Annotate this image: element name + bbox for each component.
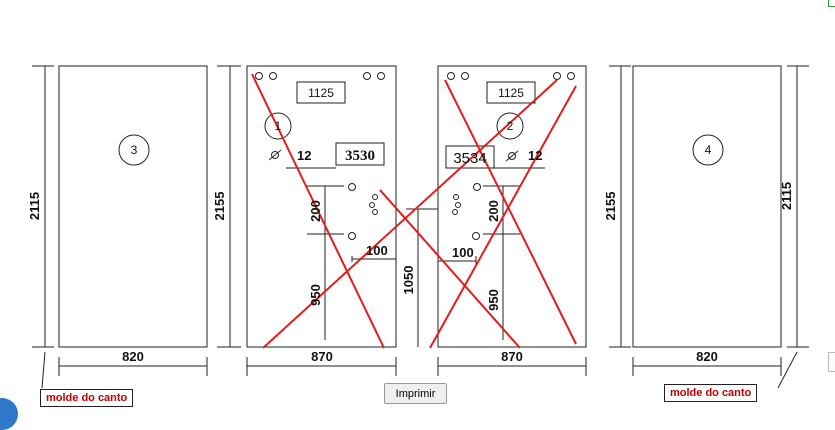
panel-4-number-circle: [692, 134, 724, 166]
scroll-tab[interactable]: [828, 352, 835, 372]
callout-right-leader: [777, 351, 798, 389]
panel-1-details: [255, 72, 396, 340]
panel-3-number: 3: [131, 143, 138, 157]
door-panels-drawing: 2115 2155 2155 2115 820 870 870 820 1050…: [27, 65, 809, 389]
panel-1-lower: 950: [308, 284, 323, 306]
panel-1: [246, 65, 397, 348]
panel-2-code: 3534: [453, 150, 486, 167]
panel-1-hole-size: 12: [297, 148, 311, 163]
panel-1-offset: 100: [366, 243, 388, 258]
panel-3-number-circle: [118, 134, 150, 166]
dim-panel-4-width: [632, 357, 782, 376]
cross-panel-1-a: [251, 73, 385, 349]
panel-2-number: 2: [507, 119, 514, 133]
panel-2-hole-spacing: 200: [486, 200, 501, 222]
panel-4-height: 2115: [779, 182, 794, 210]
cross-center: [379, 189, 521, 349]
dim-panel-2-width: [437, 357, 587, 376]
panel-2-height: 2155: [603, 192, 618, 221]
panel-1-top-label: 1125: [308, 86, 334, 100]
panel-2-width: 870: [501, 349, 523, 364]
panel-4-number: 4: [705, 143, 712, 157]
panel-3-width: 820: [122, 349, 144, 364]
cross-panel-2-a: [444, 79, 577, 345]
print-button[interactable]: Imprimir: [384, 383, 447, 404]
callout-left: molde do canto: [40, 389, 134, 407]
dim-panel-4-height: [787, 65, 809, 348]
callout-left-leader: [41, 351, 46, 389]
panel-4: [632, 65, 782, 348]
dim-panel-3-height: [32, 65, 54, 348]
cross-panel-1-b: [262, 79, 558, 349]
panel-1-height: 2155: [212, 192, 227, 221]
cross-panel-2-b: [429, 85, 577, 349]
panel-2-hole-size: 12: [528, 148, 542, 163]
panel-1-number: 1: [275, 119, 282, 133]
panel-1-hole-spacing: 200: [308, 200, 323, 222]
panel-3: [58, 65, 208, 348]
dim-panel-3-width: [58, 357, 208, 376]
dim-panel-1-height: [217, 65, 241, 348]
edge-mark: [828, 0, 835, 7]
center-dimension: 1050: [401, 266, 416, 295]
panel-1-width: 870: [311, 349, 333, 364]
dim-panel-2-height: [609, 65, 631, 348]
panel-3-height: 2115: [27, 192, 42, 220]
panel-2-lower: 950: [486, 289, 501, 311]
panel-2-offset: 100: [452, 245, 474, 260]
panel-2: [437, 65, 587, 348]
callout-right: molde do canto: [664, 384, 758, 402]
panel-2-details: [438, 72, 575, 340]
dim-panel-1-width: [246, 357, 397, 376]
panel-1-code: 3530: [345, 148, 375, 164]
panel-4-width: 820: [696, 349, 718, 364]
panel-2-top-label: 1125: [498, 86, 524, 100]
